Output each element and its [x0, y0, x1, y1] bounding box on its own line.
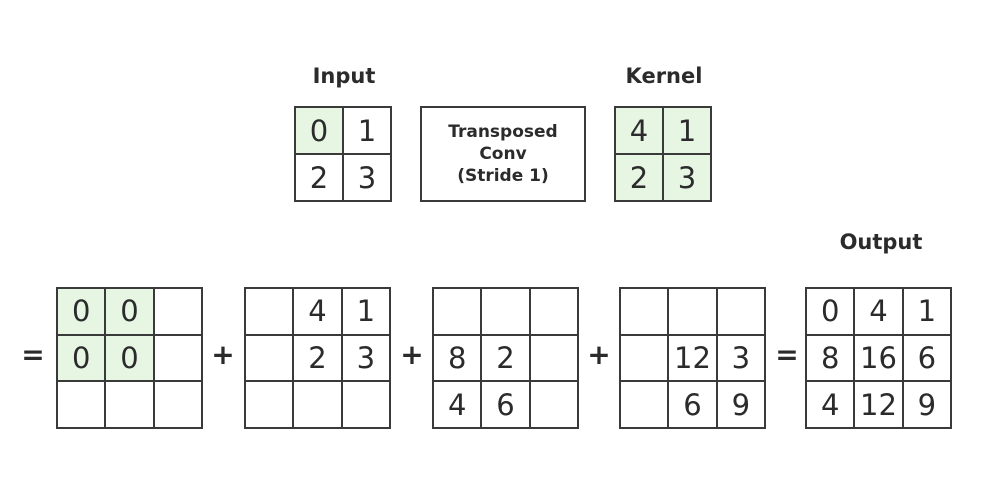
partial-cell: [482, 289, 529, 334]
input-matrix: 0 1 2 3: [294, 106, 392, 202]
partial-cell: [717, 289, 764, 334]
equals-sign: =: [21, 338, 45, 371]
kernel-matrix: 4 1 2 3: [614, 106, 712, 202]
output-cell: 9: [903, 382, 950, 427]
operation-line-2: Conv: [479, 144, 527, 164]
partial-cell: 0: [58, 289, 105, 334]
partial-cell: [621, 382, 668, 427]
partial-cell: 1: [342, 289, 389, 334]
partial-matrix-1: 0 0 0 0: [56, 287, 203, 429]
equals-sign: =: [775, 338, 799, 371]
partial-cell: [434, 289, 481, 334]
partial-cell: [246, 335, 293, 381]
output-cell: 1: [903, 289, 950, 334]
output-cell: 4: [807, 382, 854, 427]
partial-cell: [58, 382, 105, 427]
partial-cell: [246, 289, 293, 334]
input-cell: 2: [296, 155, 342, 200]
output-cell: 16: [855, 335, 902, 381]
kernel-label: Kernel: [625, 64, 703, 88]
partial-cell: [154, 382, 201, 427]
partial-matrix-2: 4 1 2 3: [244, 287, 391, 429]
partial-cell: [530, 289, 577, 334]
partial-cell: 6: [482, 382, 529, 427]
output-matrix: 0 4 1 8 16 6 4 12 9: [805, 287, 952, 429]
plus-sign: +: [587, 338, 611, 371]
partial-cell: 8: [434, 335, 481, 381]
partial-cell: 4: [294, 289, 341, 334]
output-cell: 0: [807, 289, 854, 334]
input-cell: 0: [296, 108, 342, 153]
kernel-cell: 3: [664, 155, 710, 200]
output-label: Output: [839, 230, 923, 254]
input-cell: 3: [344, 155, 390, 200]
partial-cell: 2: [294, 335, 341, 381]
partial-cell: [294, 382, 341, 427]
plus-sign: +: [211, 338, 235, 371]
input-label: Input: [312, 64, 376, 88]
kernel-cell: 4: [616, 108, 662, 153]
partial-cell: 0: [106, 289, 153, 334]
kernel-cell: 1: [664, 108, 710, 153]
partial-cell: 2: [482, 335, 529, 381]
partial-cell: 3: [342, 335, 389, 381]
partial-cell: [621, 289, 668, 334]
output-cell: 8: [807, 335, 854, 381]
partial-cell: [621, 335, 668, 381]
operation-line-1: Transposed: [448, 122, 558, 142]
partial-cell: 12: [669, 335, 716, 381]
input-cell: 1: [344, 108, 390, 153]
partial-cell: 3: [717, 335, 764, 381]
partial-cell: [154, 335, 201, 381]
operation-line-3: (Stride 1): [457, 166, 549, 186]
partial-cell: 0: [58, 335, 105, 381]
partial-cell: [530, 335, 577, 381]
partial-cell: [246, 382, 293, 427]
partial-cell: [669, 289, 716, 334]
partial-cell: 6: [669, 382, 716, 427]
partial-cell: [530, 382, 577, 427]
partial-matrix-3: 8 2 4 6: [432, 287, 579, 429]
partial-cell: 9: [717, 382, 764, 427]
output-cell: 6: [903, 335, 950, 381]
partial-cell: [342, 382, 389, 427]
partial-cell: 4: [434, 382, 481, 427]
partial-cell: 0: [106, 335, 153, 381]
kernel-cell: 2: [616, 155, 662, 200]
output-cell: 12: [855, 382, 902, 427]
transposed-conv-box: Transposed Conv (Stride 1): [420, 106, 586, 202]
output-cell: 4: [855, 289, 902, 334]
partial-matrix-4: 12 3 6 9: [619, 287, 766, 429]
partial-cell: [106, 382, 153, 427]
partial-cell: [154, 289, 201, 334]
plus-sign: +: [400, 338, 424, 371]
